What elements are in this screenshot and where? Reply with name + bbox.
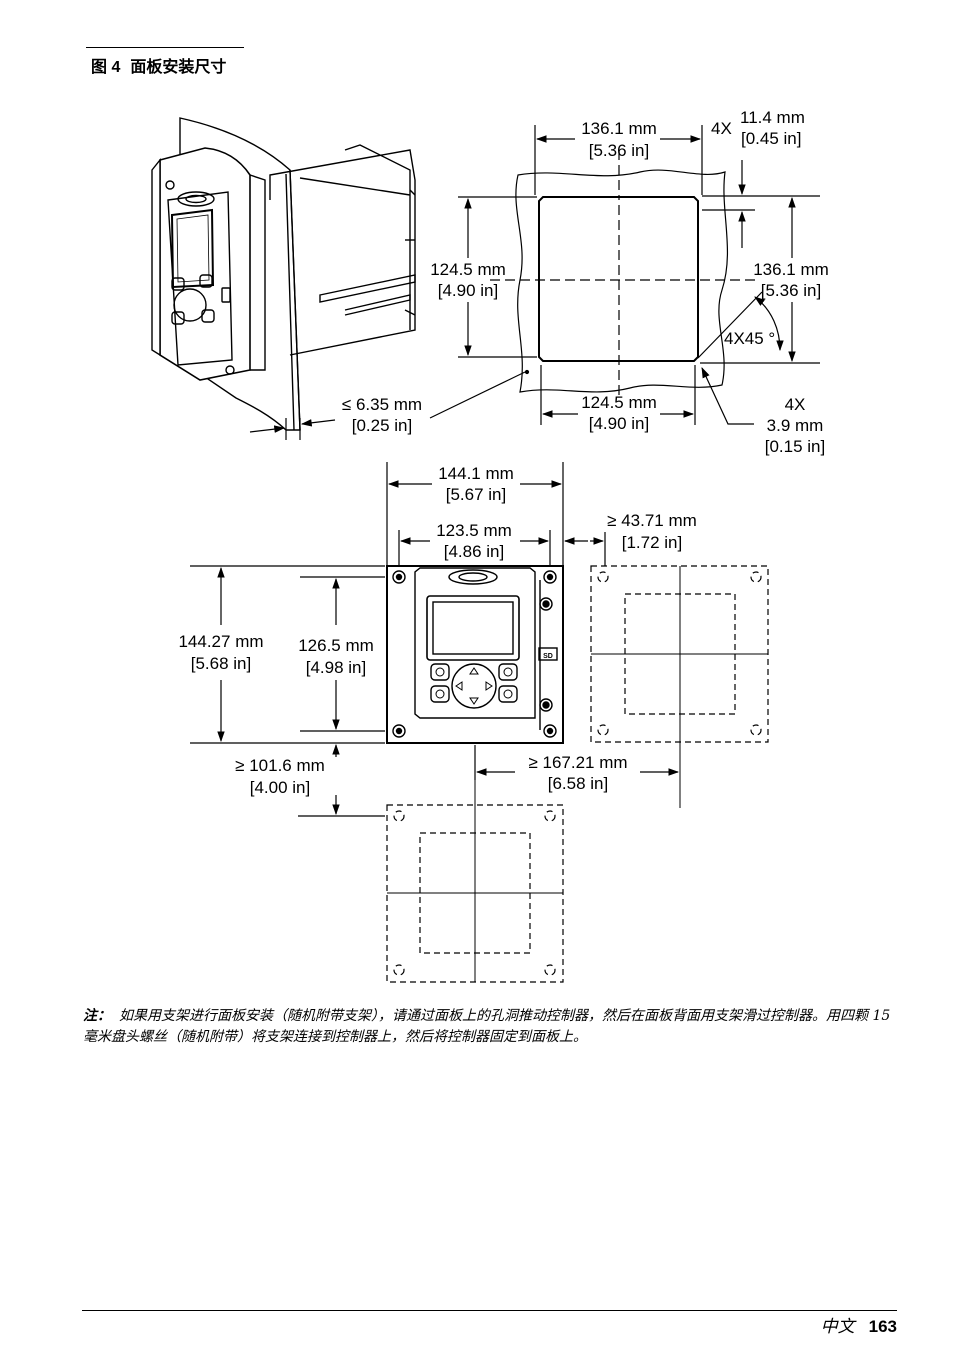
- figure-caption: 面板安装尺寸: [130, 59, 227, 76]
- sd-card-slot-icon: SD: [543, 653, 553, 660]
- page-footer: 中文 163: [821, 1312, 897, 1337]
- controller-front-view: [386, 565, 564, 744]
- corner-count-a: 4X: [711, 119, 732, 138]
- side-gap-in: [1.72 in]: [622, 533, 683, 552]
- panel-thickness-mm: ≤ 6.35 mm: [342, 395, 422, 414]
- hole-spacing-height-in: [4.98 in]: [306, 658, 367, 677]
- front-view-dimension-lines: [190, 462, 680, 817]
- note-text: 如果用支架进行面板安装（随机附带支架），请通过面板上的孔洞推动控制器，然后在面板…: [83, 1008, 891, 1045]
- footer-language: 中文: [820, 1317, 855, 1337]
- front-width-mm: 144.1 mm: [438, 464, 514, 483]
- controller-3d-view: [151, 117, 416, 431]
- cutout-dimension-lines: [458, 125, 820, 425]
- chamfer-angle: 4X45 °: [724, 329, 775, 348]
- front-height-mm: 144.27 mm: [178, 632, 263, 651]
- figure-number: 图 4: [91, 59, 121, 76]
- cutout-height-right-in: [5.36 in]: [761, 281, 822, 300]
- note-label: 注：: [83, 1008, 111, 1024]
- page-number: 163: [868, 1317, 897, 1336]
- corner-radius-in: [0.15 in]: [765, 437, 826, 456]
- figure-title: 图 4 面板安装尺寸: [91, 53, 226, 77]
- corner-gap-mm: 11.4 mm: [740, 108, 805, 127]
- vertical-pitch-mm: ≥ 101.6 mm: [235, 756, 325, 775]
- svg-text:SD: SD: [543, 653, 553, 660]
- hole-spacing-width-mm: 123.5 mm: [436, 521, 512, 540]
- figure-rule: [86, 47, 244, 48]
- side-gap-mm: ≥ 43.71 mm: [607, 511, 697, 530]
- vertical-pitch-in: [4.00 in]: [250, 778, 311, 797]
- front-width-in: [5.67 in]: [446, 485, 507, 504]
- note-paragraph: 注：如果用支架进行面板安装（随机附带支架），请通过面板上的孔洞推动控制器，然后在…: [83, 1006, 903, 1048]
- dimension-labels: 136.1 mm [5.36 in] 4X 11.4 mm [0.45 in] …: [178, 108, 828, 797]
- cutout-width-bottom-in: [4.90 in]: [589, 414, 650, 433]
- hole-spacing-height-mm: 126.5 mm: [298, 636, 374, 655]
- horizontal-pitch-in: [6.58 in]: [548, 774, 609, 793]
- cutout-width-bottom-mm: 124.5 mm: [581, 393, 657, 412]
- footer-rule: [82, 1310, 897, 1311]
- corner-count-b: 4X: [785, 395, 806, 414]
- cutout-width-top-in: [5.36 in]: [589, 141, 650, 160]
- cutout-width-top-mm: 136.1 mm: [581, 119, 657, 138]
- panel-cutout-view: [490, 150, 760, 400]
- panel-thickness-in: [0.25 in]: [352, 416, 413, 435]
- front-height-in: [5.68 in]: [191, 654, 252, 673]
- cutout-height-left-mm: 124.5 mm: [430, 260, 506, 279]
- corner-gap-in: [0.45 in]: [741, 129, 802, 148]
- screw-hole-icons: [392, 570, 557, 738]
- cutout-height-left-in: [4.90 in]: [438, 281, 499, 300]
- keypad-arrow-icons: [435, 667, 513, 705]
- corner-radius-mm: 3.9 mm: [767, 416, 824, 435]
- horizontal-pitch-mm: ≥ 167.21 mm: [528, 753, 627, 772]
- panel-thickness-dimension: [249, 369, 530, 440]
- cutout-height-right-mm: 136.1 mm: [753, 260, 829, 279]
- hole-spacing-width-in: [4.86 in]: [444, 542, 505, 561]
- center-lines: [387, 566, 768, 982]
